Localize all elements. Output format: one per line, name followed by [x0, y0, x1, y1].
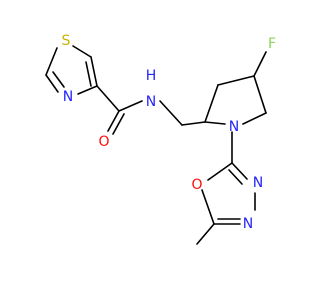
atom-pyrrolidine-nitrogen: N	[229, 119, 239, 135]
bond-c5-n-ring	[242, 112, 267, 125]
atom-amide-nitrogen: N	[146, 94, 156, 110]
atom-oxadiazole-nitrogen-4: N	[243, 216, 253, 232]
bond-c3-c-carbonyl	[96, 85, 120, 112]
atom-oxadiazole-oxygen: O	[191, 177, 202, 193]
bond-c2-c3-ring	[204, 84, 219, 123]
bond-ox-c2-o	[207, 162, 233, 181]
atom-oxadiazole-nitrogen-3: N	[253, 175, 263, 191]
bond-c4-c5-ring	[253, 75, 267, 114]
bond-c4-s	[45, 47, 58, 76]
bond-ch2-c2	[181, 121, 206, 126]
bond-n-c4	[45, 74, 59, 93]
atom-thiazole-nitrogen: N	[63, 89, 73, 105]
bond-ox-n3-c2-inner	[228, 169, 243, 185]
bond-c3-c4-ring	[217, 75, 255, 86]
bond-nh-ch2	[159, 100, 183, 126]
bond-s-c2	[72, 45, 92, 58]
bond-ox-n3-c2	[231, 162, 248, 180]
atom-carbonyl-oxygen: O	[98, 134, 109, 150]
bond-c4-f	[253, 51, 267, 77]
atom-amide-hydrogen: H	[146, 68, 157, 84]
bond-c-nh	[118, 100, 143, 112]
bond-ox-o-c5	[201, 189, 215, 225]
bond-c2-c3-inner	[85, 61, 92, 87]
molecule-structure-diagram: S N N H O F N O N N	[45, 33, 276, 245]
bond-c3-n	[77, 85, 98, 95]
bonds	[45, 45, 267, 245]
atom-sulfur: S	[62, 33, 71, 49]
bond-c-o-1	[107, 110, 120, 132]
bond-c-o-2	[112, 113, 125, 135]
atom-labels: S N N H O F N O N N	[62, 33, 276, 232]
bond-c2-c3	[90, 56, 98, 87]
bond-n-c2-ring	[204, 121, 226, 125]
atom-fluorine: F	[268, 36, 276, 52]
bond-n-c4-double	[52, 71, 65, 88]
bond-ox-c5-methyl	[196, 223, 215, 245]
